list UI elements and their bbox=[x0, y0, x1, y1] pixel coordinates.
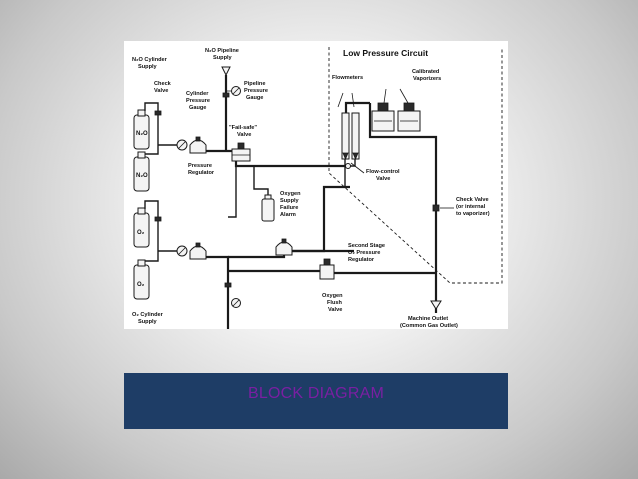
diagram-svg: Low Pressure Circuit N₂O N₂O O₂ O₂ bbox=[132, 47, 503, 329]
pipeline-gauge-icon bbox=[226, 86, 241, 96]
caption-bar: BLOCK DIAGRAM bbox=[124, 373, 508, 429]
label-o2-cylinder-2: Supply bbox=[138, 319, 158, 325]
flowmeter-arrow bbox=[351, 92, 355, 108]
o2-main-line bbox=[206, 255, 230, 329]
slide-caption: BLOCK DIAGRAM bbox=[248, 385, 384, 402]
label-vaporizers-2: Vaporizers bbox=[413, 76, 441, 82]
label-second-stage-2: O₂ Pressure bbox=[348, 250, 380, 256]
label-n2o-pipeline-1: N₂O Pipeline bbox=[205, 48, 239, 54]
label-cyl-gauge-1: Cylinder bbox=[186, 91, 209, 97]
label-o2-alarm-1: Oxygen bbox=[280, 191, 301, 197]
label-check-valve-1: Check bbox=[154, 81, 172, 87]
label-o2-cylinder-1: O₂ Cylinder bbox=[132, 312, 164, 318]
cylinder-label: N₂O bbox=[136, 131, 148, 137]
label-pipeline-gauge-3: Gauge bbox=[246, 95, 263, 101]
anesthesia-machine-diagram: Low Pressure Circuit N₂O N₂O O₂ O₂ bbox=[124, 41, 508, 329]
o2-cylinder-2: O₂ bbox=[133, 259, 150, 300]
vaporizer-arrow bbox=[399, 88, 409, 104]
low-pressure-title: Low Pressure Circuit bbox=[343, 48, 428, 58]
label-flowmeters: Flowmeters bbox=[332, 75, 363, 81]
pipeline-check-valve-icon bbox=[222, 92, 230, 98]
fail-safe-valve-icon bbox=[231, 142, 251, 162]
o2-pipeline-check-valve-icon bbox=[224, 282, 232, 288]
label-o2-alarm-3: Failure bbox=[280, 205, 298, 211]
label-second-stage-1: Second Stage bbox=[348, 243, 385, 249]
o2-cylinder-gauge-icon bbox=[176, 245, 188, 257]
flowmeter-o2-icon bbox=[341, 112, 350, 161]
n2o-cylinder-1: N₂O bbox=[133, 109, 150, 150]
o2-cylinder-1: O₂ bbox=[133, 207, 150, 248]
cylinder-label: O₂ bbox=[137, 230, 145, 236]
check-valve-icon bbox=[154, 216, 162, 222]
flow-control-arrow bbox=[350, 162, 365, 174]
label-machine-outlet-2: (Common Gas Outlet) bbox=[400, 323, 458, 329]
label-machine-outlet-1: Machine Outlet bbox=[408, 316, 448, 322]
label-cyl-gauge-2: Pressure bbox=[186, 98, 210, 104]
o2-pressure-regulator-icon bbox=[189, 242, 207, 260]
cylinder-label: N₂O bbox=[136, 173, 148, 179]
o2-to-flowmeter-line bbox=[292, 185, 350, 253]
cylinder-label: O₂ bbox=[137, 282, 145, 288]
vaporizer-1-icon bbox=[371, 102, 395, 132]
label-flow-control-1: Flow-control bbox=[366, 169, 400, 175]
label-check-valve-int-2: (or internal bbox=[456, 204, 486, 210]
label-n2o-pipeline-2: Supply bbox=[213, 55, 233, 61]
n2o-feed-line bbox=[234, 151, 348, 168]
label-check-valve-int-1: Check Valve bbox=[456, 197, 489, 203]
manifold-line bbox=[344, 101, 370, 113]
label-check-valve-int-3: to vaporizer) bbox=[456, 211, 490, 217]
oxygen-alarm-icon bbox=[261, 194, 275, 222]
label-pipeline-gauge-1: Pipeline bbox=[244, 81, 265, 87]
flowmeter-n2o-icon bbox=[351, 112, 360, 161]
o2-yoke-pipe bbox=[144, 200, 159, 262]
flow-control-valve-icon bbox=[345, 163, 351, 169]
vaporizer-arrow bbox=[383, 88, 387, 104]
low-pressure-boundary bbox=[328, 47, 503, 284]
label-flush-1: Oxygen bbox=[322, 293, 343, 299]
outlet-line bbox=[368, 103, 438, 313]
label-fail-safe-2: Valve bbox=[237, 132, 251, 138]
label-cyl-gauge-3: Gauge bbox=[189, 105, 206, 111]
o2-pipeline-gauge-icon bbox=[231, 298, 241, 308]
flowmeter-arrow bbox=[337, 92, 344, 108]
label-pipeline-gauge-2: Pressure bbox=[244, 88, 268, 94]
n2o-pipeline-inlet-icon bbox=[221, 66, 231, 77]
check-valve-icon bbox=[154, 110, 162, 116]
vaporizer-2-icon bbox=[397, 102, 421, 132]
label-check-valve-2: Valve bbox=[154, 88, 168, 94]
n2o-cylinder-gauge-icon bbox=[176, 139, 188, 151]
label-fail-safe-1: "Fail-safe" bbox=[229, 125, 257, 131]
label-o2-alarm-4: Alarm bbox=[280, 212, 296, 218]
label-n2o-cylinder-2: Supply bbox=[138, 64, 158, 70]
n2o-to-o2-link bbox=[228, 166, 237, 218]
oxygen-flush-valve-icon bbox=[319, 258, 335, 280]
n2o-cylinder-2: N₂O bbox=[133, 151, 150, 192]
n2o-pressure-regulator-icon bbox=[189, 136, 207, 154]
label-pressure-regulator-2: Regulator bbox=[188, 170, 215, 176]
label-flush-2: Flush bbox=[327, 300, 342, 306]
n2o-yoke-pipe bbox=[144, 102, 159, 155]
label-second-stage-3: Regulator bbox=[348, 257, 375, 263]
alarm-line bbox=[253, 166, 269, 199]
outlet-check-valve-icon bbox=[432, 204, 440, 212]
machine-outlet-icon bbox=[430, 300, 442, 310]
label-flow-control-2: Valve bbox=[376, 176, 390, 182]
label-flush-3: Valve bbox=[328, 307, 342, 313]
label-o2-alarm-2: Supply bbox=[280, 198, 300, 204]
label-vaporizers-1: Calibrated bbox=[412, 69, 440, 75]
label-pressure-regulator-1: Pressure bbox=[188, 163, 212, 169]
label-n2o-cylinder-1: N₂O Cylinder bbox=[132, 57, 168, 63]
second-stage-regulator-icon bbox=[275, 238, 293, 256]
